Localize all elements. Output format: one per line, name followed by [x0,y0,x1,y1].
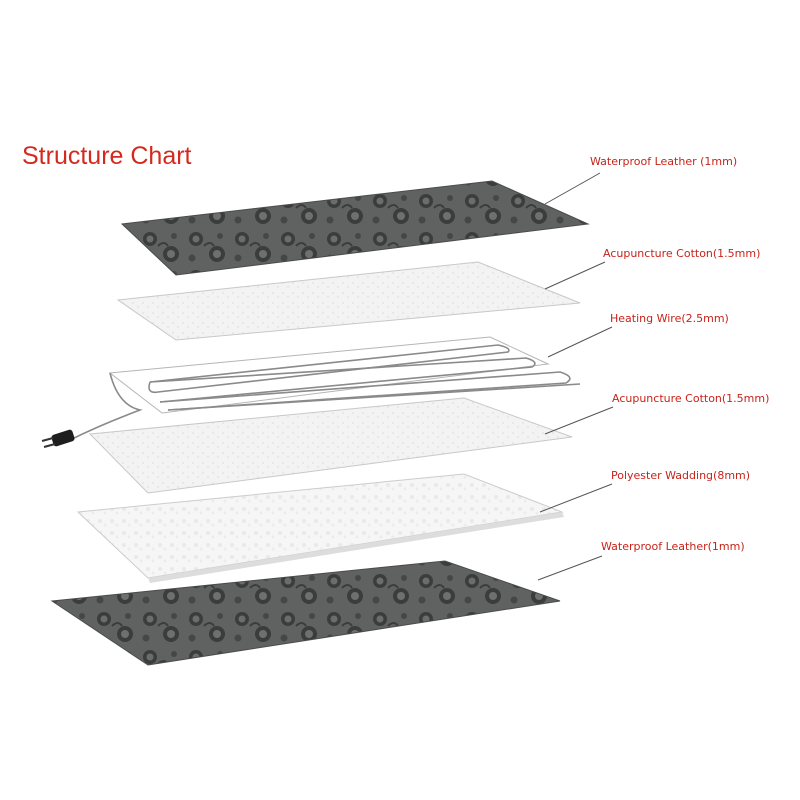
layer-label-acupuncture-cotton-upper: Acupuncture Cotton(1.5mm) [603,247,761,260]
leader-lines [537,172,614,581]
layer-2-cotton-sheet [116,261,581,341]
leader-line-2 [544,261,606,290]
layer-label-waterproof-leather-bottom: Waterproof Leather(1mm) [601,540,745,553]
layer-1-leather-sheet [120,180,590,276]
layer-4-cotton-sheet [88,397,573,494]
leader-line-1 [544,172,601,205]
layer-label-heating-wire: Heating Wire(2.5mm) [610,312,729,325]
layer-label-waterproof-leather-top: Waterproof Leather (1mm) [590,155,738,168]
chart-title: Structure Chart [22,142,192,170]
leader-line-4 [544,406,614,435]
leader-line-6 [537,555,603,581]
layer-label-acupuncture-cotton-lower: Acupuncture Cotton(1.5mm) [612,392,770,405]
leader-line-5 [539,483,613,513]
power-cord [69,372,143,441]
leader-line-3 [547,326,613,358]
layer-6-leather-sheet [50,560,561,666]
layer-3-heating-wire [69,336,581,441]
layer-5-wadding-edge [148,512,564,583]
power-plug-icon [41,429,75,448]
layer-label-polyester-wadding: Polyester Wadding(8mm) [611,469,751,482]
